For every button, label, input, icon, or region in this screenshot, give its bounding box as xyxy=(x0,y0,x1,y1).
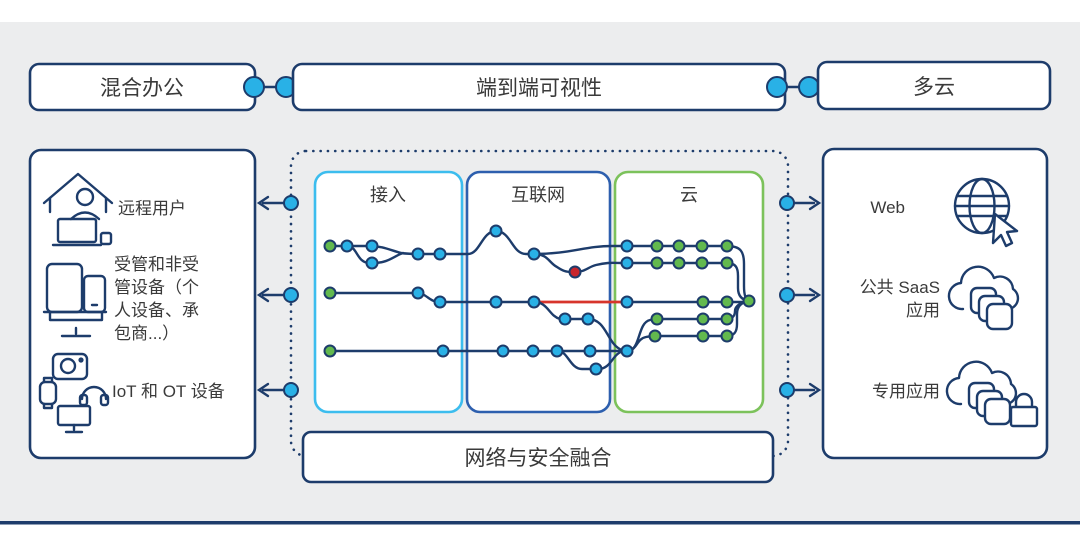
path-node-blue xyxy=(526,344,540,358)
path-node-blue xyxy=(365,256,379,270)
path-node-blue xyxy=(620,256,634,270)
managed-devices-line3: 人设备、承 xyxy=(114,301,199,320)
path-node-green xyxy=(720,312,734,326)
left-panel: 远程用户 受管和非受 管设备（个 人设备、承 包商...） xyxy=(28,148,257,460)
path-node-red xyxy=(568,265,582,279)
lock-shackle xyxy=(1014,392,1034,409)
private-apps-icon xyxy=(945,360,1039,428)
network-nodes xyxy=(323,224,756,376)
left-arrows xyxy=(256,195,299,398)
path-node-blue xyxy=(340,239,354,253)
path-node-blue xyxy=(433,295,447,309)
path-node-green xyxy=(695,239,709,253)
path-node-green xyxy=(650,312,664,326)
connector-dot xyxy=(798,76,820,98)
path-node-blue xyxy=(433,247,447,261)
path-node-green xyxy=(720,239,734,253)
connector-dot xyxy=(243,76,265,98)
path-node-green xyxy=(696,295,710,309)
path-node-green xyxy=(720,329,734,343)
public-saas-line1: 公共 SaaS xyxy=(860,278,940,297)
web-label: Web xyxy=(870,198,905,217)
arrow-dot xyxy=(779,382,795,398)
connector-dot xyxy=(766,76,788,98)
network-security-fusion-label: 网络与安全融合 xyxy=(465,447,612,470)
hybrid-work-label: 混合办公 xyxy=(100,77,184,100)
path-node-blue xyxy=(583,344,597,358)
header-row: 混合办公 端到端可视性 多云 xyxy=(28,60,1052,112)
path-node-blue xyxy=(411,247,425,261)
network-security-fusion-box xyxy=(301,430,775,484)
managed-devices-icon xyxy=(42,262,108,338)
path-node-blue xyxy=(496,344,510,358)
managed-devices-line1: 受管和非受 xyxy=(114,255,199,274)
path-node-blue xyxy=(558,312,572,326)
internet-label: 互联网 xyxy=(511,185,565,205)
path-node-green xyxy=(696,312,710,326)
path-node-green xyxy=(650,256,664,270)
public-saas-line2: 应用 xyxy=(906,301,940,320)
users-devices-box xyxy=(28,148,257,460)
path-lane1-to-rowB xyxy=(532,252,751,303)
path-node-green xyxy=(648,329,662,343)
public-saas-icon xyxy=(947,265,1020,331)
path-node-blue xyxy=(589,362,603,376)
path-node-green xyxy=(672,239,686,253)
arrow-dot xyxy=(283,195,299,211)
web-globe-icon xyxy=(953,177,1019,248)
path-lane2-branch-down xyxy=(532,300,629,353)
path-node-green xyxy=(696,329,710,343)
internet-column xyxy=(465,170,612,414)
path-node-green xyxy=(323,239,337,253)
arrow-dot xyxy=(283,382,299,398)
iot-ot-icon xyxy=(38,352,110,434)
remote-users-label: 远程用户 xyxy=(118,199,186,218)
path-lane3-to-rowD xyxy=(625,299,751,353)
multicloud-label: 多云 xyxy=(913,76,955,99)
right-arrows xyxy=(779,195,822,398)
managed-devices-line4: 包商...） xyxy=(114,324,179,343)
iot-ot-label: IoT 和 OT 设备 xyxy=(112,382,225,401)
cloud-label: 云 xyxy=(680,185,698,205)
arrow-dot xyxy=(779,195,795,211)
path-node-blue xyxy=(527,295,541,309)
access-label: 接入 xyxy=(370,185,406,205)
path-node-blue xyxy=(489,295,503,309)
cloud-column xyxy=(613,170,765,414)
path-node-green xyxy=(323,344,337,358)
path-node-blue xyxy=(550,344,564,358)
path-node-green xyxy=(695,256,709,270)
private-apps-label: 专用应用 xyxy=(872,382,940,401)
path-node-green xyxy=(742,294,756,308)
path-node-blue xyxy=(620,239,634,253)
path-node-blue xyxy=(620,344,634,358)
path-node-green xyxy=(720,295,734,309)
path-node-green xyxy=(672,256,686,270)
path-node-blue xyxy=(489,224,503,238)
bottom-divider-line xyxy=(0,521,1080,525)
lock-body xyxy=(1009,405,1039,428)
path-node-green xyxy=(323,286,337,300)
path-node-blue xyxy=(581,312,595,326)
path-node-blue xyxy=(436,344,450,358)
path-node-blue xyxy=(620,295,634,309)
arrow-dot xyxy=(779,287,795,303)
path-node-blue xyxy=(411,286,425,300)
remote-user-icon xyxy=(42,172,114,247)
cursor-icon xyxy=(991,212,1019,248)
visibility-label: 端到端可视性 xyxy=(476,77,602,100)
path-node-blue xyxy=(527,247,541,261)
arrow-dot xyxy=(283,287,299,303)
path-node-green xyxy=(720,256,734,270)
right-panel: Web 公共 SaaS 应用 专用应用 xyxy=(821,147,1049,460)
path-node-green xyxy=(650,239,664,253)
path-node-blue xyxy=(365,239,379,253)
managed-devices-line2: 管设备（个 xyxy=(114,278,199,297)
multicloud-box xyxy=(816,60,1052,111)
